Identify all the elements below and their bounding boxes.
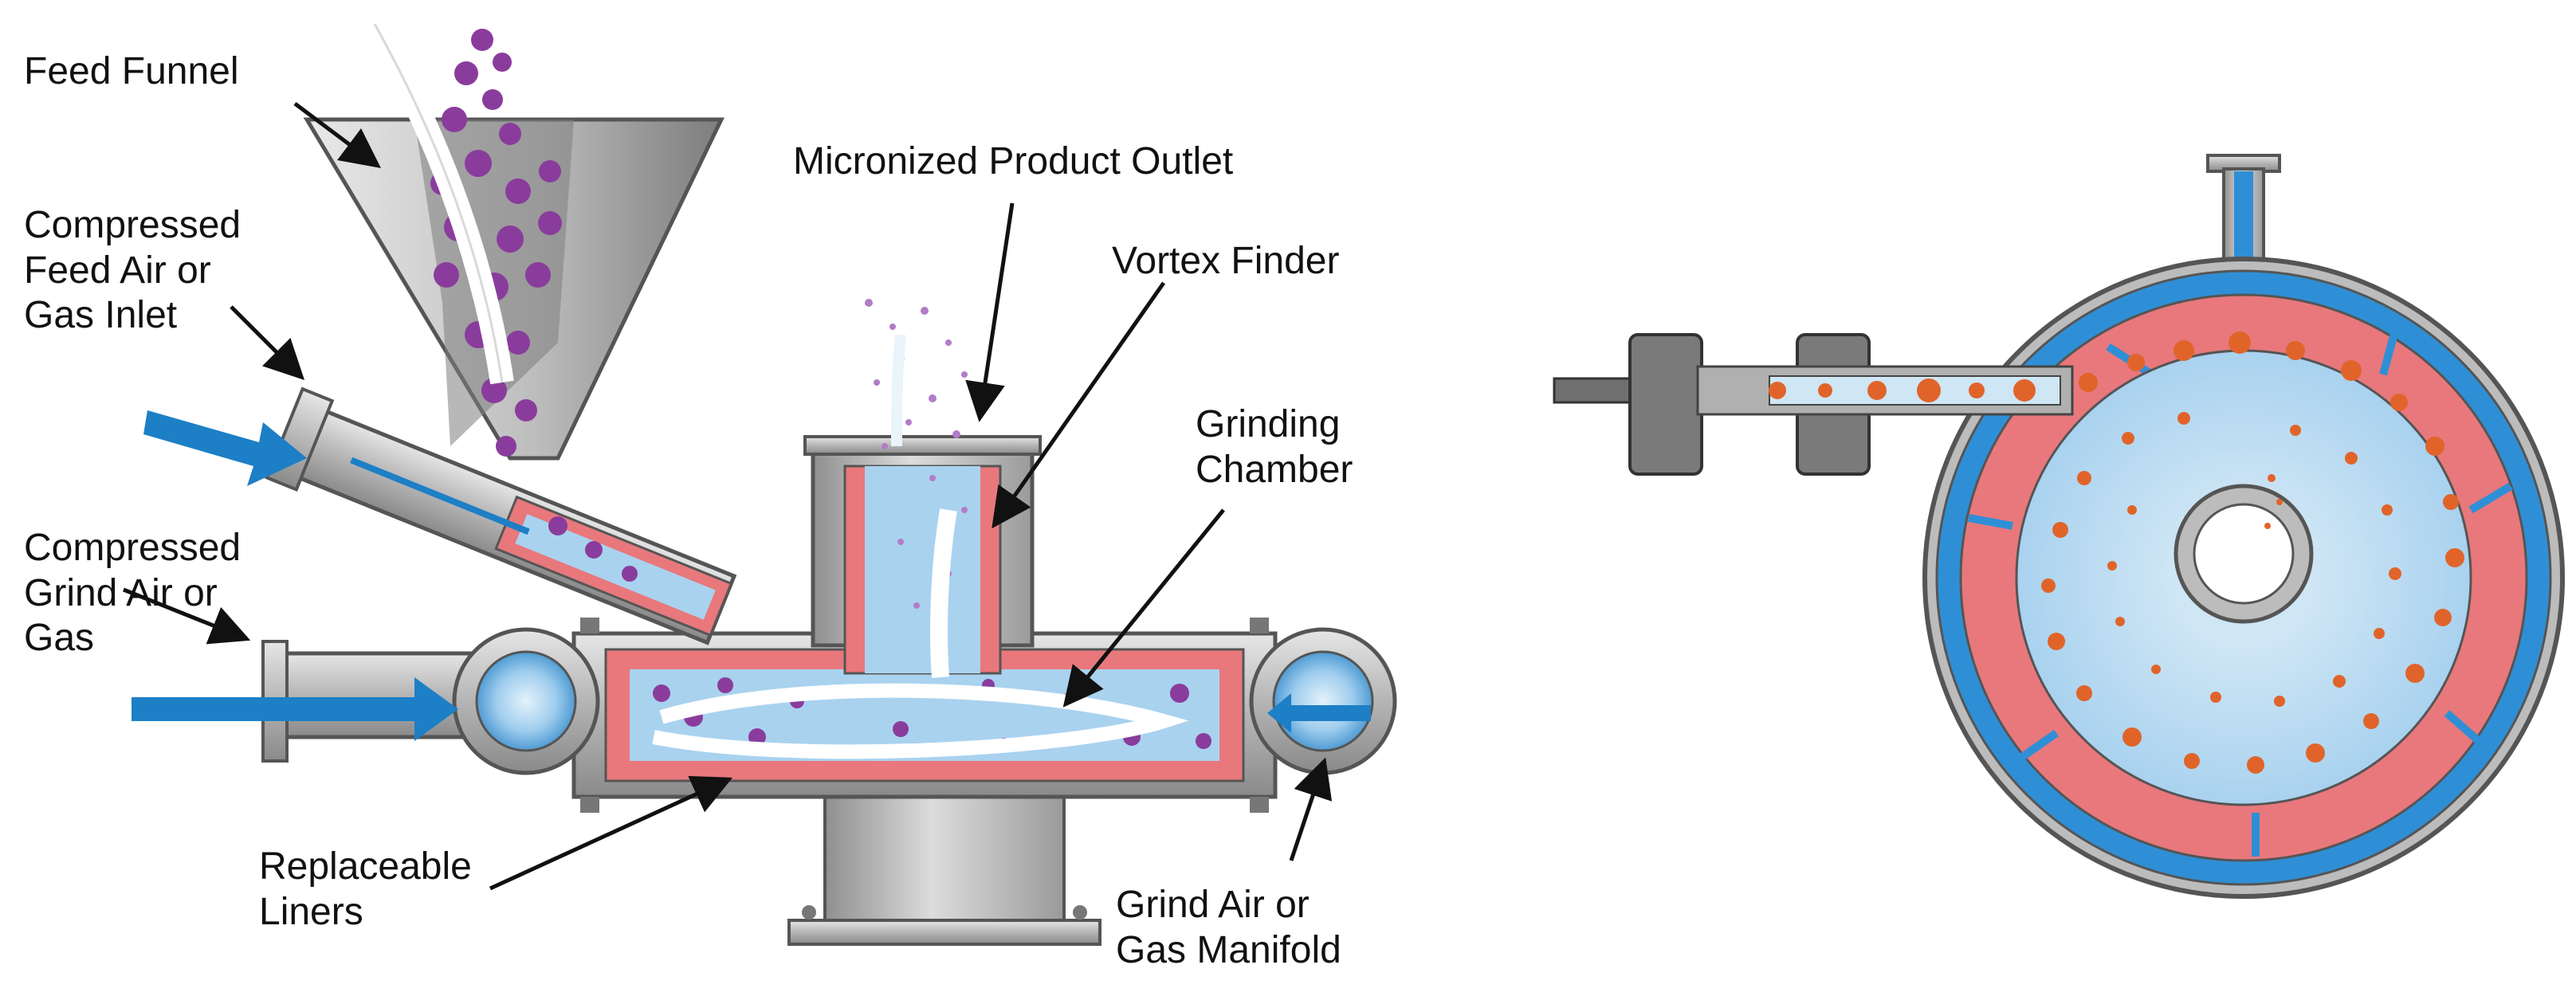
left-manifold <box>452 627 600 775</box>
right-manifold <box>1249 627 1397 775</box>
leader-lines <box>123 102 1333 891</box>
feed-air-inlet-label: Compressed Feed Air or Gas Inlet <box>24 204 242 337</box>
jet-mill-cutaway <box>123 18 1397 946</box>
feed-funnel <box>303 117 724 461</box>
flow-arrows <box>363 18 1189 759</box>
replaceable-liners-leader <box>489 775 733 891</box>
micronized-particles <box>865 299 984 609</box>
grind-air-inlet-tube <box>261 640 481 763</box>
grind-air-manifold-label: Grind Air or Gas Manifold <box>1116 884 1341 971</box>
section-particles <box>1769 331 2464 774</box>
air-arrows <box>132 410 1371 741</box>
feed-air-leader <box>230 305 305 381</box>
flange-bolts <box>580 618 1269 813</box>
vortex-finder-label: Vortex Finder <box>1112 240 1340 282</box>
feed-funnel-label: Feed Funnel <box>24 50 239 92</box>
support-stand <box>787 787 1101 946</box>
replaceable-liners-label: Replaceable Liners <box>259 845 472 933</box>
product-outlet-tube <box>803 435 1042 675</box>
product-outlet-label: Micronized Product Outlet <box>793 140 1234 182</box>
grinding-chamber-leader <box>1062 508 1225 708</box>
top-outlet <box>2206 154 2281 267</box>
product-outlet-leader <box>965 202 1015 422</box>
vortex-finder-leader <box>992 281 1166 529</box>
manifold-leader <box>1289 757 1333 861</box>
feed-funnel-leader <box>293 102 381 168</box>
grind-air-gas-label: Compressed Grind Air or Gas <box>24 527 242 660</box>
grind-nozzles <box>1968 329 2513 857</box>
jet-mill-section-view <box>1553 154 2565 899</box>
grind-air-leader <box>123 587 251 645</box>
grinding-chamber-label: Grinding Chamber <box>1196 403 1353 491</box>
side-feed-injector <box>1553 333 2074 476</box>
